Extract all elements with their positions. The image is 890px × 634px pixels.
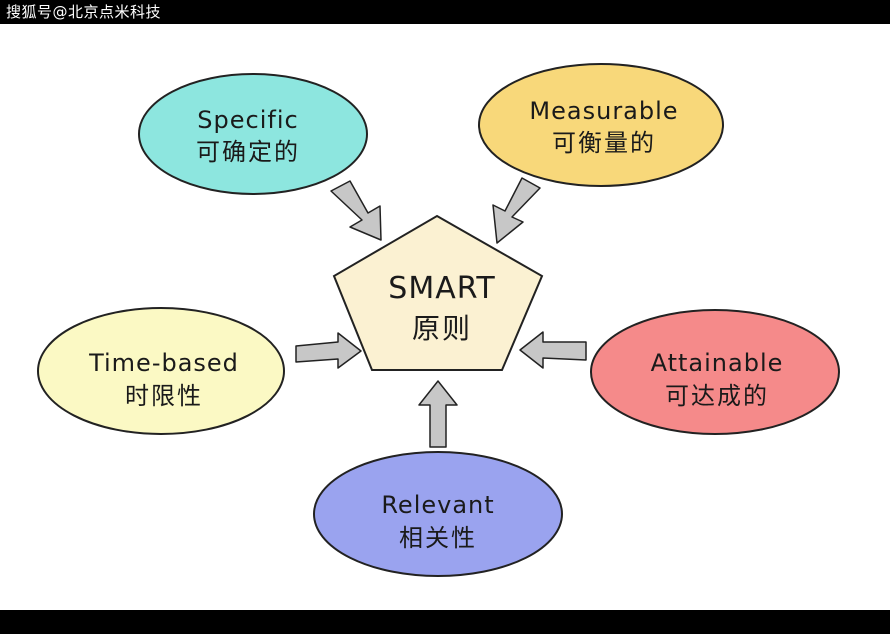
arrow-timebased-to-center xyxy=(295,332,362,369)
top-black-bar: 搜狐号@北京点米科技 xyxy=(0,0,890,24)
bottom-black-bar xyxy=(0,610,890,634)
node-attainable-label: Attainable xyxy=(651,349,784,377)
node-attainable-sublabel: 可达成的 xyxy=(665,382,769,410)
center-title: SMART xyxy=(388,271,495,306)
node-relevant-sublabel: 相关性 xyxy=(399,524,477,552)
arrow-specific-to-center xyxy=(330,180,382,241)
node-relevant-label: Relevant xyxy=(381,491,494,519)
node-timebased xyxy=(37,307,285,435)
node-specific-sublabel: 可确定的 xyxy=(196,138,300,166)
node-measurable xyxy=(478,63,724,187)
node-specific xyxy=(138,73,368,195)
arrow-relevant-to-center xyxy=(418,380,458,448)
node-relevant xyxy=(313,451,563,577)
node-measurable-label: Measurable xyxy=(529,97,678,125)
arrows xyxy=(295,177,587,448)
watermark-text: 搜狐号@北京点米科技 xyxy=(6,3,162,21)
arrow-attainable-to-center xyxy=(519,331,587,369)
node-attainable xyxy=(590,309,840,435)
center-subtitle: 原则 xyxy=(412,312,472,345)
arrow-measurable-to-center xyxy=(492,177,541,244)
node-specific-label: Specific xyxy=(197,106,298,134)
node-timebased-label: Time-based xyxy=(88,349,239,377)
node-measurable-sublabel: 可衡量的 xyxy=(552,129,656,157)
node-timebased-sublabel: 时限性 xyxy=(125,382,203,410)
center-pentagon xyxy=(332,214,544,371)
